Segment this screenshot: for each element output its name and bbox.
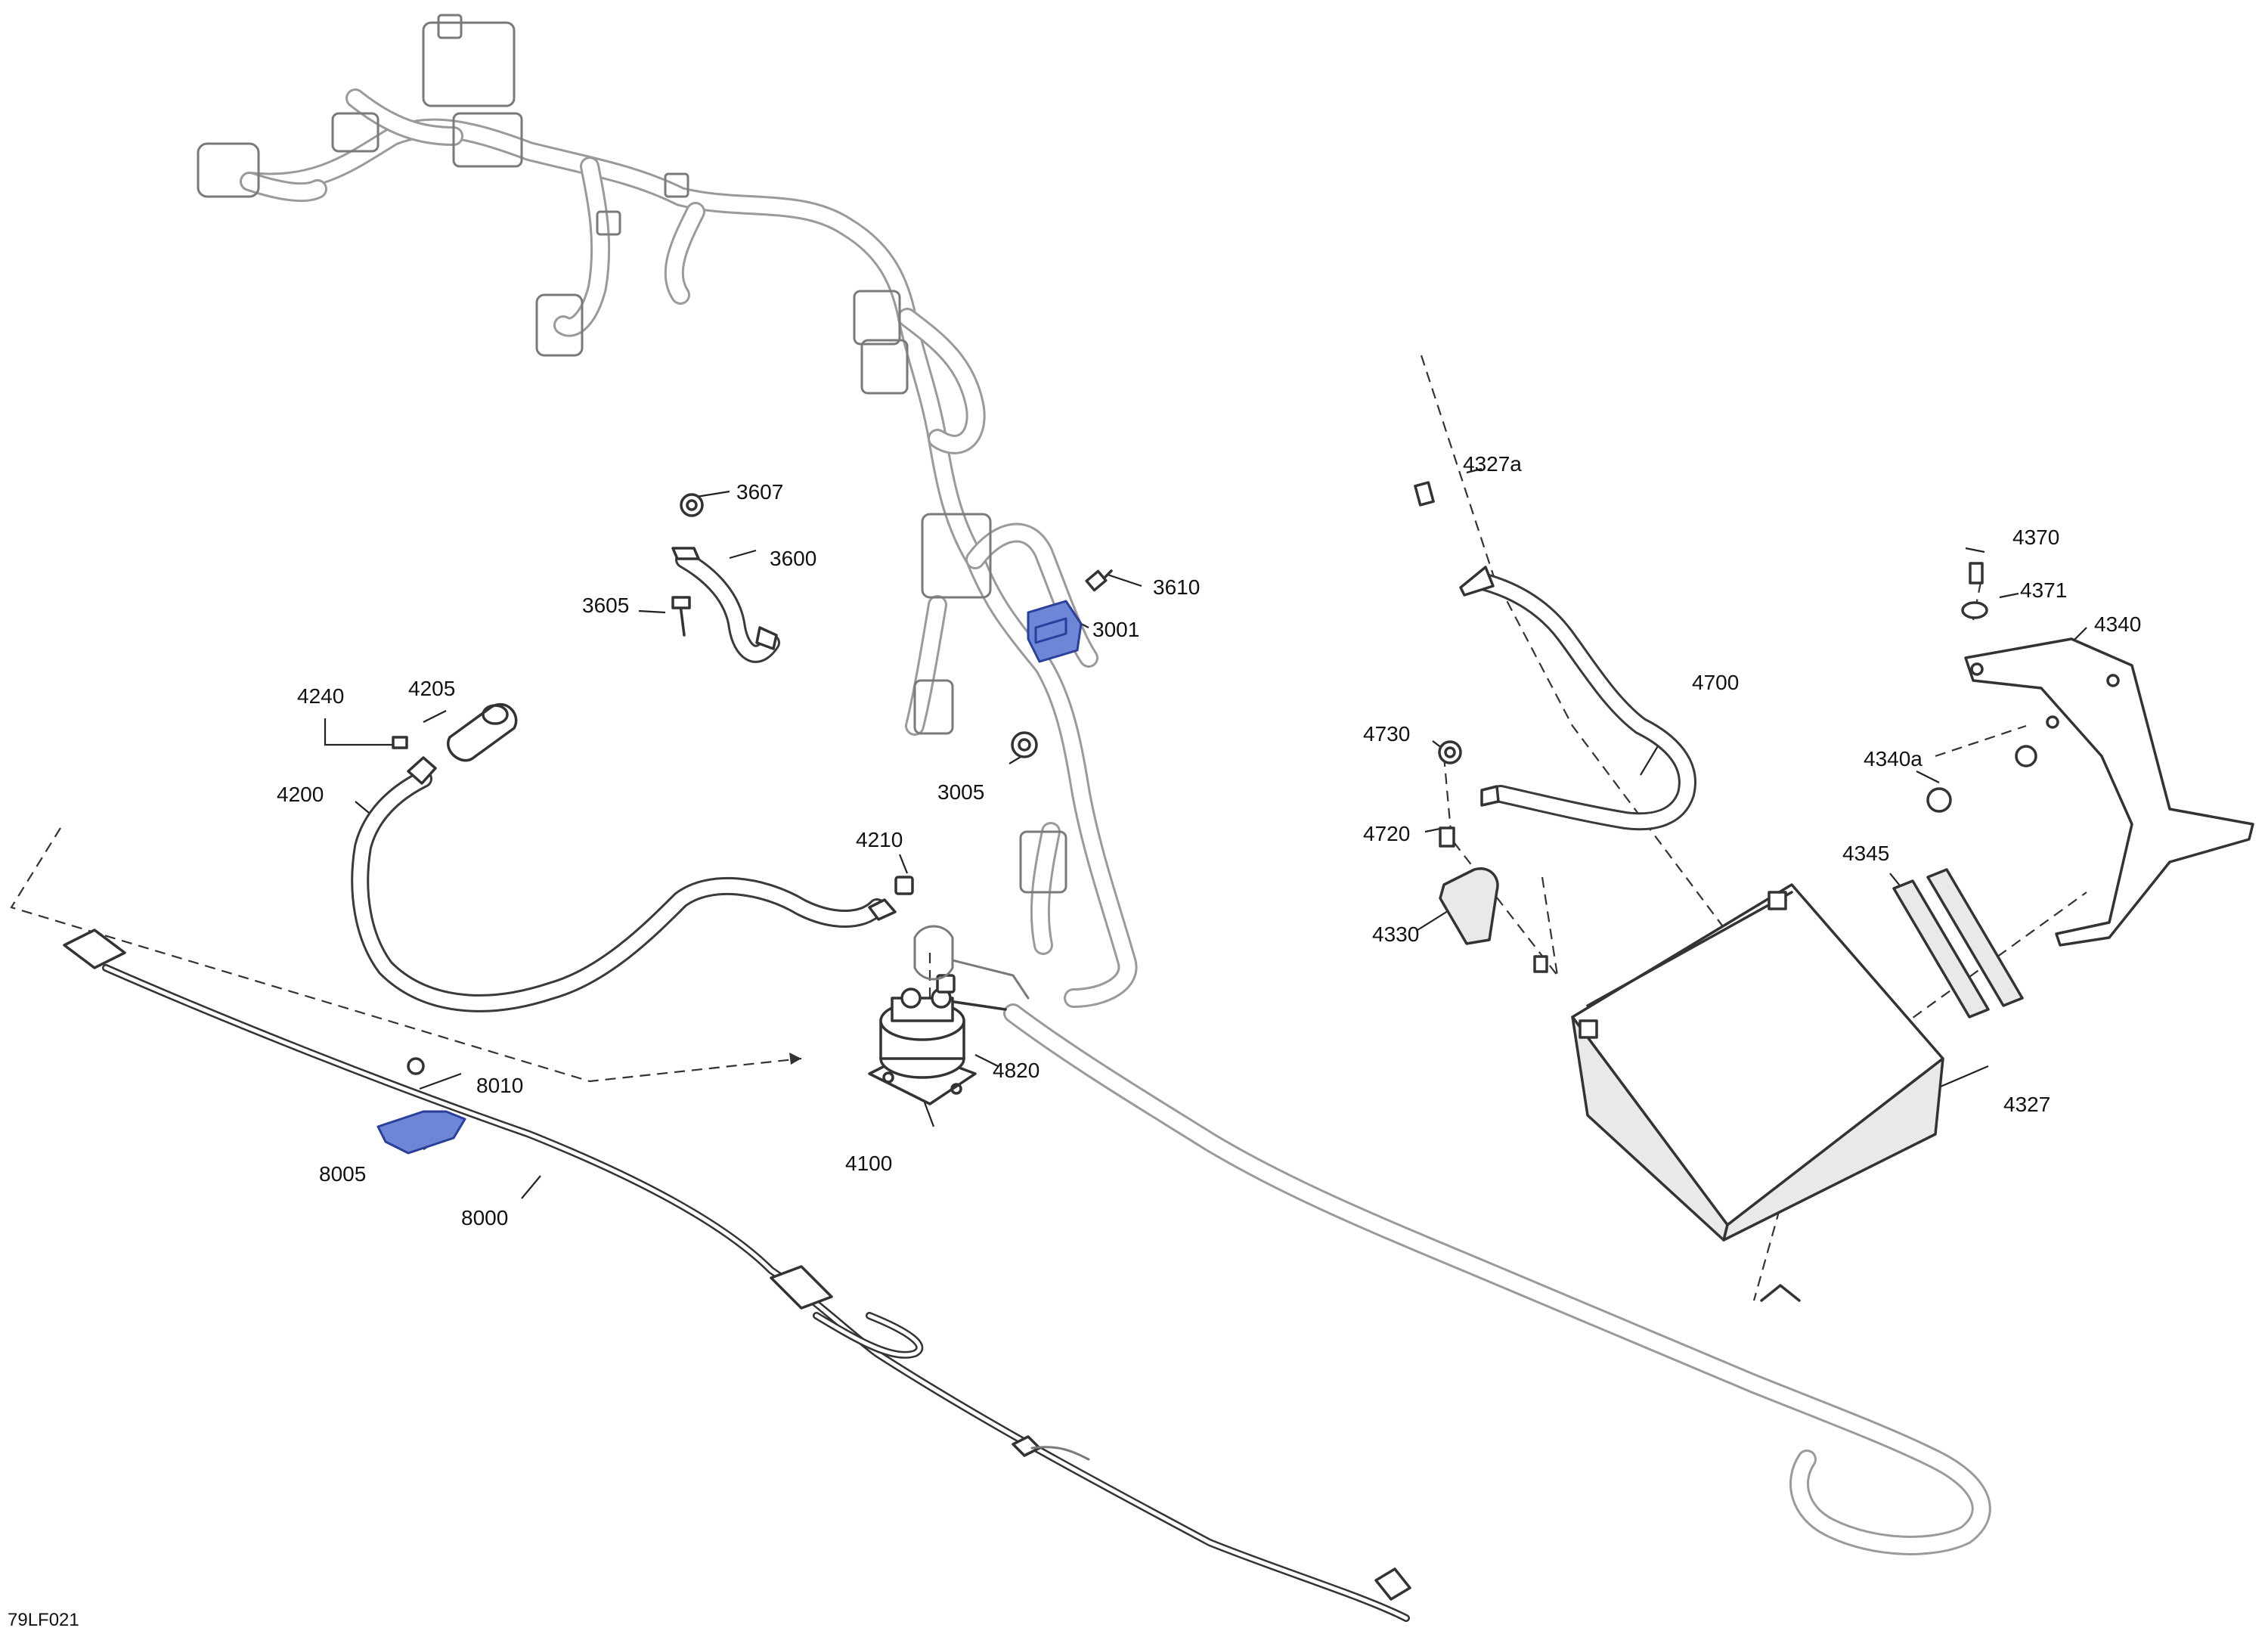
battery-terminal-icon	[1579, 1019, 1598, 1039]
callout-4327: 4327	[2003, 1093, 2050, 1116]
callout-4720: 4720	[1363, 822, 1410, 845]
connector-icon	[331, 112, 380, 153]
callout-3001: 3001	[1092, 618, 1139, 641]
callout-4371: 4371	[2020, 578, 2067, 602]
callout-4205: 4205	[408, 677, 455, 700]
starter-harness-8000	[63, 929, 1411, 1622]
connector-icon	[853, 290, 901, 346]
callout-4730: 4730	[1363, 722, 1410, 746]
pad-icon	[1926, 868, 2024, 1007]
clip-highlight-icon	[376, 1110, 466, 1155]
clip-fastener-icon	[407, 1057, 425, 1075]
nut-icon	[2015, 745, 2037, 767]
callout-3005: 3005	[937, 780, 984, 804]
battery-4327	[1571, 883, 1944, 1242]
connector-icon	[913, 679, 954, 735]
callout-4370: 4370	[2012, 526, 2059, 549]
bolt-icon	[1414, 481, 1435, 507]
main-wiring-harness	[240, 88, 1138, 1008]
ring-terminal-icon	[755, 626, 778, 650]
pad-icon	[1892, 879, 1990, 1019]
bolt-icon	[671, 596, 691, 609]
inline-connector-icon	[770, 1265, 833, 1310]
callout-4330: 4330	[1372, 922, 1419, 946]
negative-cable-4700	[1414, 481, 1696, 848]
ring-terminal-icon	[1480, 785, 1500, 807]
ring-terminal-icon	[868, 898, 897, 921]
grommet-icon	[1011, 731, 1038, 758]
callout-labels: 3607 3600 3605 3610 3001 3005 4240 4205 …	[277, 452, 2141, 1229]
connector-icon	[63, 929, 126, 969]
screw-icon	[1085, 569, 1108, 592]
callout-8000: 8000	[461, 1206, 508, 1229]
ground-strap-3600	[671, 493, 780, 663]
relay-3001-group	[1027, 569, 1113, 663]
ring-terminal-icon	[407, 756, 437, 785]
callout-4340: 4340	[2094, 612, 2141, 636]
grommet-3005	[1011, 731, 1038, 758]
relay-box-icon	[921, 513, 992, 599]
nut-icon	[680, 493, 704, 517]
bracket-icon	[1964, 637, 2254, 947]
callout-3607: 3607	[736, 480, 783, 504]
figure-code: 79LF021	[8, 1610, 79, 1630]
terminal-cover-icon	[1439, 867, 1499, 945]
connector-icon	[1374, 1567, 1411, 1601]
callout-3605: 3605	[582, 594, 629, 617]
callout-8005: 8005	[319, 1162, 366, 1186]
terminal-boot-icon	[447, 702, 518, 762]
bolt-icon	[1439, 826, 1455, 848]
callout-4345: 4345	[1842, 842, 1889, 865]
positive-cable-4200	[351, 702, 914, 1012]
callout-4820: 4820	[993, 1059, 1040, 1082]
callout-4240: 4240	[297, 684, 344, 708]
callout-4327a: 4327a	[1463, 452, 1522, 476]
connector-icon	[535, 293, 584, 357]
nut-icon	[1926, 787, 1952, 813]
battery-pads-4345	[1892, 868, 2024, 1019]
callout-3600: 3600	[770, 547, 816, 570]
ring-terminal-icon	[1459, 566, 1495, 597]
screw-icon	[1969, 562, 1984, 584]
callout-4100: 4100	[845, 1152, 892, 1175]
connector-icon	[1019, 830, 1067, 894]
nut-icon	[894, 876, 914, 895]
harness-connectors	[197, 14, 1067, 894]
ring-terminal-icon	[671, 547, 700, 560]
battery-bracket-4340	[1926, 562, 2254, 947]
callout-8010: 8010	[476, 1074, 523, 1097]
ground-harness	[1003, 1003, 1991, 1555]
battery-top-icon	[1571, 883, 1944, 1226]
terminal-cover-4330	[1439, 867, 1548, 973]
washer-icon	[1961, 601, 1988, 619]
callout-3610: 3610	[1153, 575, 1200, 599]
nut-icon	[1438, 740, 1462, 764]
battery-terminal-icon	[1768, 891, 1787, 910]
bolt-icon	[1533, 955, 1548, 973]
connector-icon	[860, 339, 909, 395]
connector-icon	[197, 142, 260, 198]
callout-4340a: 4340a	[1864, 747, 1923, 770]
solenoid-post-icon	[900, 988, 922, 1009]
ecu-connector-icon	[422, 21, 516, 107]
starter-solenoid-4100	[868, 925, 1030, 1105]
callout-4700: 4700	[1692, 671, 1739, 694]
callout-4200: 4200	[277, 783, 324, 806]
callout-4210: 4210	[856, 828, 903, 851]
bolt-icon	[392, 736, 408, 749]
connector-icon	[452, 112, 523, 168]
